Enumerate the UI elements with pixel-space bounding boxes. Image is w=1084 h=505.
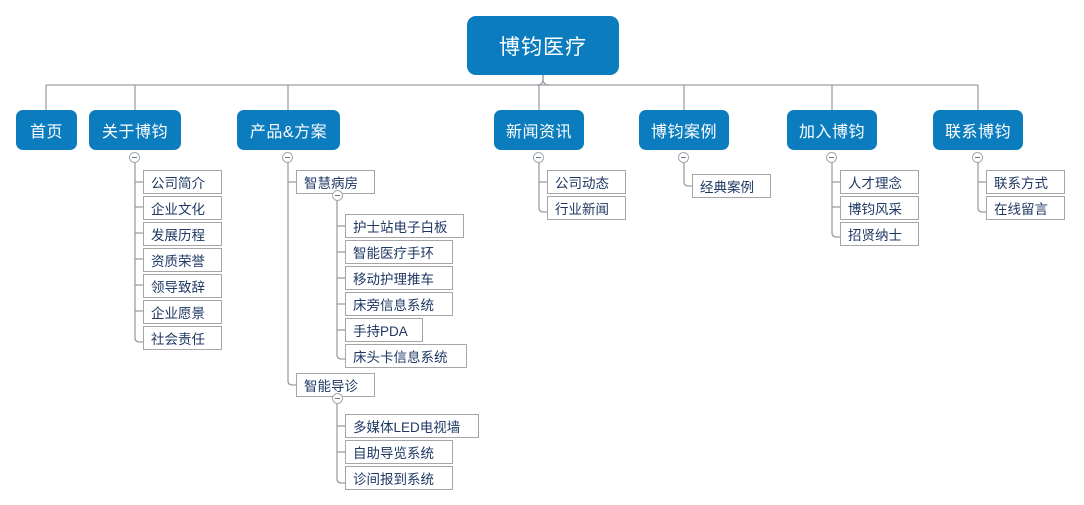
collapse-minus-icon-guide[interactable]: [332, 393, 343, 404]
tree-item-about-4[interactable]: 领导致辞: [143, 274, 222, 298]
nav-node-contact[interactable]: 联系博钧: [933, 110, 1023, 150]
tree-item-about-1[interactable]: 企业文化: [143, 196, 222, 220]
tree-item-guide-2[interactable]: 诊间报到系统: [345, 466, 453, 490]
nav-node-cases[interactable]: 博钧案例: [639, 110, 729, 150]
tree-item-ward-1[interactable]: 智能医疗手环: [345, 240, 453, 264]
root-node[interactable]: 博钧医疗: [467, 16, 619, 75]
tree-item-contact-0[interactable]: 联系方式: [986, 170, 1065, 194]
nav-node-join[interactable]: 加入博钧: [787, 110, 877, 150]
tree-item-about-2[interactable]: 发展历程: [143, 222, 222, 246]
tree-item-case-0[interactable]: 经典案例: [692, 174, 771, 198]
tree-item-join-0[interactable]: 人才理念: [840, 170, 919, 194]
tree-item-join-1[interactable]: 博钧风采: [840, 196, 919, 220]
nav-node-home[interactable]: 首页: [16, 110, 77, 150]
tree-item-contact-1[interactable]: 在线留言: [986, 196, 1065, 220]
nav-node-news[interactable]: 新闻资讯: [494, 110, 584, 150]
tree-item-ward-0[interactable]: 护士站电子白板: [345, 214, 464, 238]
tree-item-guide-1[interactable]: 自助导览系统: [345, 440, 453, 464]
collapse-minus-icon-news[interactable]: [533, 152, 544, 163]
tree-item-join-2[interactable]: 招贤纳士: [840, 222, 919, 246]
tree-item-ward-4[interactable]: 手持PDA: [345, 318, 423, 342]
collapse-minus-icon-products[interactable]: [282, 152, 293, 163]
tree-item-news-0[interactable]: 公司动态: [547, 170, 626, 194]
tree-item-news-1[interactable]: 行业新闻: [547, 196, 626, 220]
collapse-minus-icon-ward[interactable]: [332, 190, 343, 201]
collapse-minus-icon-about[interactable]: [129, 152, 140, 163]
tree-item-about-0[interactable]: 公司简介: [143, 170, 222, 194]
tree-item-ward-2[interactable]: 移动护理推车: [345, 266, 453, 290]
nav-node-about[interactable]: 关于博钧: [89, 110, 181, 150]
tree-item-ward-3[interactable]: 床旁信息系统: [345, 292, 453, 316]
collapse-minus-icon-contact[interactable]: [972, 152, 983, 163]
collapse-minus-icon-cases[interactable]: [678, 152, 689, 163]
tree-item-about-3[interactable]: 资质荣誉: [143, 248, 222, 272]
tree-item-about-6[interactable]: 社会责任: [143, 326, 222, 350]
collapse-minus-icon-join[interactable]: [826, 152, 837, 163]
tree-item-ward-5[interactable]: 床头卡信息系统: [345, 344, 467, 368]
tree-item-guide-0[interactable]: 多媒体LED电视墙: [345, 414, 479, 438]
tree-item-about-5[interactable]: 企业愿景: [143, 300, 222, 324]
nav-node-products[interactable]: 产品&方案: [237, 110, 340, 150]
